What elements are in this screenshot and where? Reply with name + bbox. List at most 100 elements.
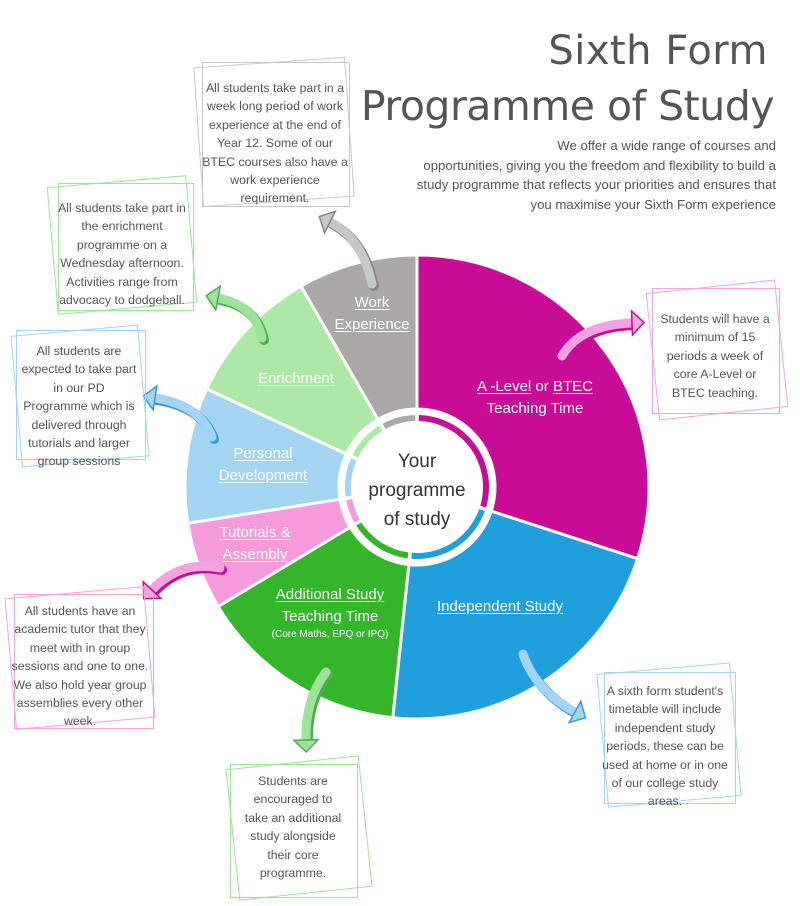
segment-label-a-level: A -Level or BTEC Teaching Time <box>440 376 630 420</box>
note-frame <box>16 330 146 460</box>
assembly-link[interactable]: Assembly <box>222 546 288 563</box>
segment-label-additional: Additional Study Teaching Time (Core Mat… <box>245 584 415 642</box>
note-line: periods, these can be <box>606 739 724 754</box>
wheel-center-label: Your programme of study <box>347 447 487 534</box>
note-line: periods a week of <box>666 348 764 363</box>
intro-line: We offer a wide range of courses and <box>557 138 776 153</box>
title-line-1: Sixth Form <box>548 28 768 74</box>
note-line: expected to take part <box>21 362 137 377</box>
note-line: independent study <box>614 720 716 735</box>
experience-link[interactable]: Experience <box>334 316 410 333</box>
note-line: All students take part in a <box>205 81 345 95</box>
intro-line: you maximise your Sixth Form experience <box>530 196 776 212</box>
note-line: We also hold year group <box>13 677 147 692</box>
a-level-link[interactable]: A -Level <box>477 378 532 395</box>
wheel-segment-additional <box>216 525 411 720</box>
note-personal-development: All students are expected to take part in … <box>10 324 150 468</box>
note-frame <box>604 672 736 804</box>
note-line: Students will have a <box>660 312 770 326</box>
label-connector: or <box>531 378 553 395</box>
note-line: sessions and one to one. <box>11 659 149 674</box>
note-work-experience: All students take part in a week long per… <box>193 56 355 208</box>
intro-line: opportunities, giving you the freedom an… <box>423 157 776 173</box>
note-line: core A-Level or <box>673 367 757 382</box>
inner-ring-personal <box>345 458 357 497</box>
enrichment-link[interactable]: Enrichment <box>258 370 334 387</box>
note-line: used at home or in one <box>602 757 728 772</box>
note-line: week. <box>63 714 97 729</box>
note-line: delivered through <box>31 417 127 432</box>
arrow-icon-independent <box>518 649 587 724</box>
development-link[interactable]: Development <box>218 467 308 484</box>
wheel-segment-a-level <box>415 253 651 561</box>
note-line: of our college study <box>611 776 719 791</box>
note-line: Programme which is <box>23 399 135 414</box>
independent-study-link[interactable]: Independent Study <box>437 598 563 615</box>
center-label-line: programme <box>368 480 466 501</box>
arrow-icon-additional <box>292 667 333 754</box>
note-line: All students take part in <box>58 201 186 215</box>
inner-ring-enrichment <box>352 425 383 458</box>
note-line: timetable will include <box>608 702 722 717</box>
note-frame <box>14 594 154 729</box>
segment-label-independent: Independent Study <box>405 596 595 618</box>
note-line: Activities range from <box>66 274 178 289</box>
work-link[interactable]: Work <box>354 294 390 311</box>
inner-ring-independent <box>411 509 485 559</box>
personal-link[interactable]: Personal <box>233 445 293 462</box>
note-frame <box>230 764 358 898</box>
note-line: group sessions <box>37 454 121 469</box>
title-line-2: Programme of Study <box>360 82 775 130</box>
note-line: meet with in group <box>29 640 131 655</box>
note-a-level: Students will have a minimum of 15 periods… <box>645 279 789 421</box>
note-line: A sixth form student's <box>606 684 724 698</box>
arrow-icon-tutorials <box>142 561 227 600</box>
segment-label-enrichment: Enrichment <box>236 368 356 390</box>
note-line: areas. <box>647 794 683 809</box>
note-frame <box>202 62 350 207</box>
center-label-line: Your <box>397 451 437 472</box>
wheel-segment-enrichment <box>204 284 381 457</box>
note-line: assemblies every other <box>16 696 144 711</box>
note-line: requirement. <box>240 191 310 206</box>
inner-ring-tutorials <box>346 499 360 523</box>
note-independent-study: A sixth form student's timetable will inc… <box>596 662 742 808</box>
note-line: BTEC teaching. <box>671 385 759 400</box>
intro-line: study programme that reflects your prior… <box>416 177 776 192</box>
inner-ring-work <box>382 415 416 429</box>
note-line: study alongside <box>250 829 336 844</box>
note-line: All students are <box>36 344 122 358</box>
note-line: week long period of work <box>206 99 344 114</box>
inner-ring-additional <box>356 522 409 559</box>
wheel-center-disc <box>355 425 479 549</box>
note-line: encouraged to <box>253 792 333 807</box>
segment-label-tutorials: Tutorials & Assembly <box>195 522 315 566</box>
additional-study-link[interactable]: Additional Study <box>275 586 385 603</box>
tutorials-link[interactable]: Tutorials & <box>219 524 291 541</box>
note-line: BTEC courses also have a <box>202 154 348 169</box>
wheel-segment-independent <box>391 509 640 721</box>
arrow-icon-enrichment <box>205 284 269 345</box>
note-frame <box>58 183 194 311</box>
arrow-icon-work <box>318 209 379 291</box>
arrow-icon-personal <box>142 384 219 444</box>
note-line: their core <box>267 847 319 862</box>
note-line: Students are <box>258 774 328 788</box>
label-subtitle: Teaching Time <box>281 608 379 625</box>
segment-label-work: Work Experience <box>322 292 422 336</box>
note-line: minimum of 15 <box>674 330 756 345</box>
note-line: the enrichment <box>81 219 163 234</box>
note-frame <box>652 288 780 414</box>
arrow-icon-a-level <box>557 309 646 363</box>
note-line: advocacy to dodgeball. <box>59 293 185 308</box>
wheel-segment-work <box>298 253 419 422</box>
note-line: tutorials and larger <box>28 436 130 451</box>
note-line: take an additional <box>244 810 342 825</box>
note-line: work experience <box>230 173 320 188</box>
note-line: in our PD <box>53 380 105 395</box>
btec-link[interactable]: BTEC <box>552 378 593 395</box>
intro-paragraph: We offer a wide range of courses and opp… <box>396 136 776 214</box>
note-line: experience at the end of <box>209 117 341 132</box>
